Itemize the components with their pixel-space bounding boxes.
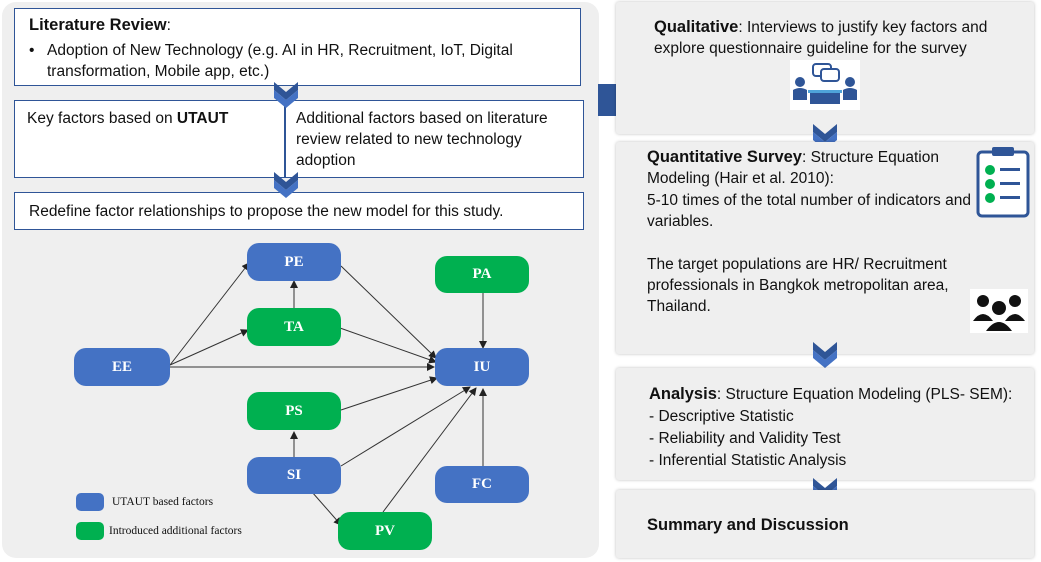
diagram-edges [169, 262, 487, 526]
node-ta: TA [247, 308, 341, 346]
chevron-down-icon [274, 82, 298, 108]
qualitative-body: : Interviews to justify key factors and … [654, 19, 988, 57]
quantitative-panel: Quantitative Survey: Structure Equation … [616, 142, 1034, 354]
bullet-dot: • [29, 42, 35, 59]
analysis-item: - Descriptive Statistic [649, 408, 794, 425]
summary-panel: Summary and Discussion [616, 490, 1034, 558]
meeting-icon [790, 60, 860, 110]
node-pv: PV [338, 512, 432, 550]
additional-factors-label: Additional factors based on literature r… [296, 110, 548, 169]
redefine-box: Redefine factor relationships to propose… [14, 192, 584, 230]
node-pa: PA [435, 256, 529, 293]
node-ee: EE [74, 348, 170, 386]
factors-box: Key factors based on UTAUT Additional fa… [14, 100, 584, 178]
summary-label: Summary and Discussion [647, 516, 849, 534]
legend-utaut-swatch [76, 493, 104, 511]
qualitative-title: Qualitative [654, 18, 739, 36]
literature-review-box: Literature Review: • Adoption of New Tec… [14, 8, 581, 86]
analysis-title: Analysis [649, 385, 717, 403]
analysis-body: : Structure Equation Modeling (PLS- SEM)… [716, 386, 1013, 403]
chevron-down-icon [813, 342, 837, 368]
key-factors-label: Key factors based on UTAUT [27, 108, 287, 129]
node-pe: PE [247, 243, 341, 281]
literature-review-bullet: Adoption of New Technology (e.g. AI in H… [47, 42, 513, 80]
analysis-panel: Analysis: Structure Equation Modeling (P… [616, 368, 1034, 480]
literature-review-title: Literature Review [29, 16, 167, 34]
node-iu: IU [435, 348, 529, 386]
analysis-item: - Reliability and Validity Test [649, 430, 841, 447]
node-si: SI [247, 457, 341, 494]
legend-utaut-label: UTAUT based factors [112, 496, 214, 508]
analysis-item: - Inferential Statistic Analysis [649, 452, 847, 469]
qualitative-text: Qualitative: Interviews to justify key f… [654, 17, 1019, 59]
literature-review-colon: : [166, 17, 171, 34]
quantitative-line3: The target populations are HR/ Recruitme… [647, 256, 949, 315]
quantitative-title: Quantitative Survey [647, 148, 802, 166]
analysis-text: Analysis: Structure Equation Modeling (P… [649, 384, 1029, 405]
key-factors-prefix: Key factors based on [27, 110, 177, 127]
factors-divider [284, 101, 286, 177]
people-icon [970, 289, 1028, 333]
node-ps: PS [247, 392, 341, 430]
checklist-icon [976, 147, 1030, 218]
node-fc: FC [435, 466, 529, 503]
key-factors-bold: UTAUT [176, 110, 229, 127]
chevron-down-icon [274, 172, 298, 198]
legend-introduced-label: Introduced additional factors [109, 525, 242, 537]
quantitative-text: Quantitative Survey: Structure Equation … [647, 147, 967, 189]
quantitative-body: : Structure Equation Modeling (Hair et a… [647, 149, 939, 187]
quantitative-line2: 5-10 times of the total number of indica… [647, 192, 971, 230]
redefine-label: Redefine factor relationships to propose… [29, 203, 504, 220]
legend-introduced-swatch [76, 522, 104, 540]
